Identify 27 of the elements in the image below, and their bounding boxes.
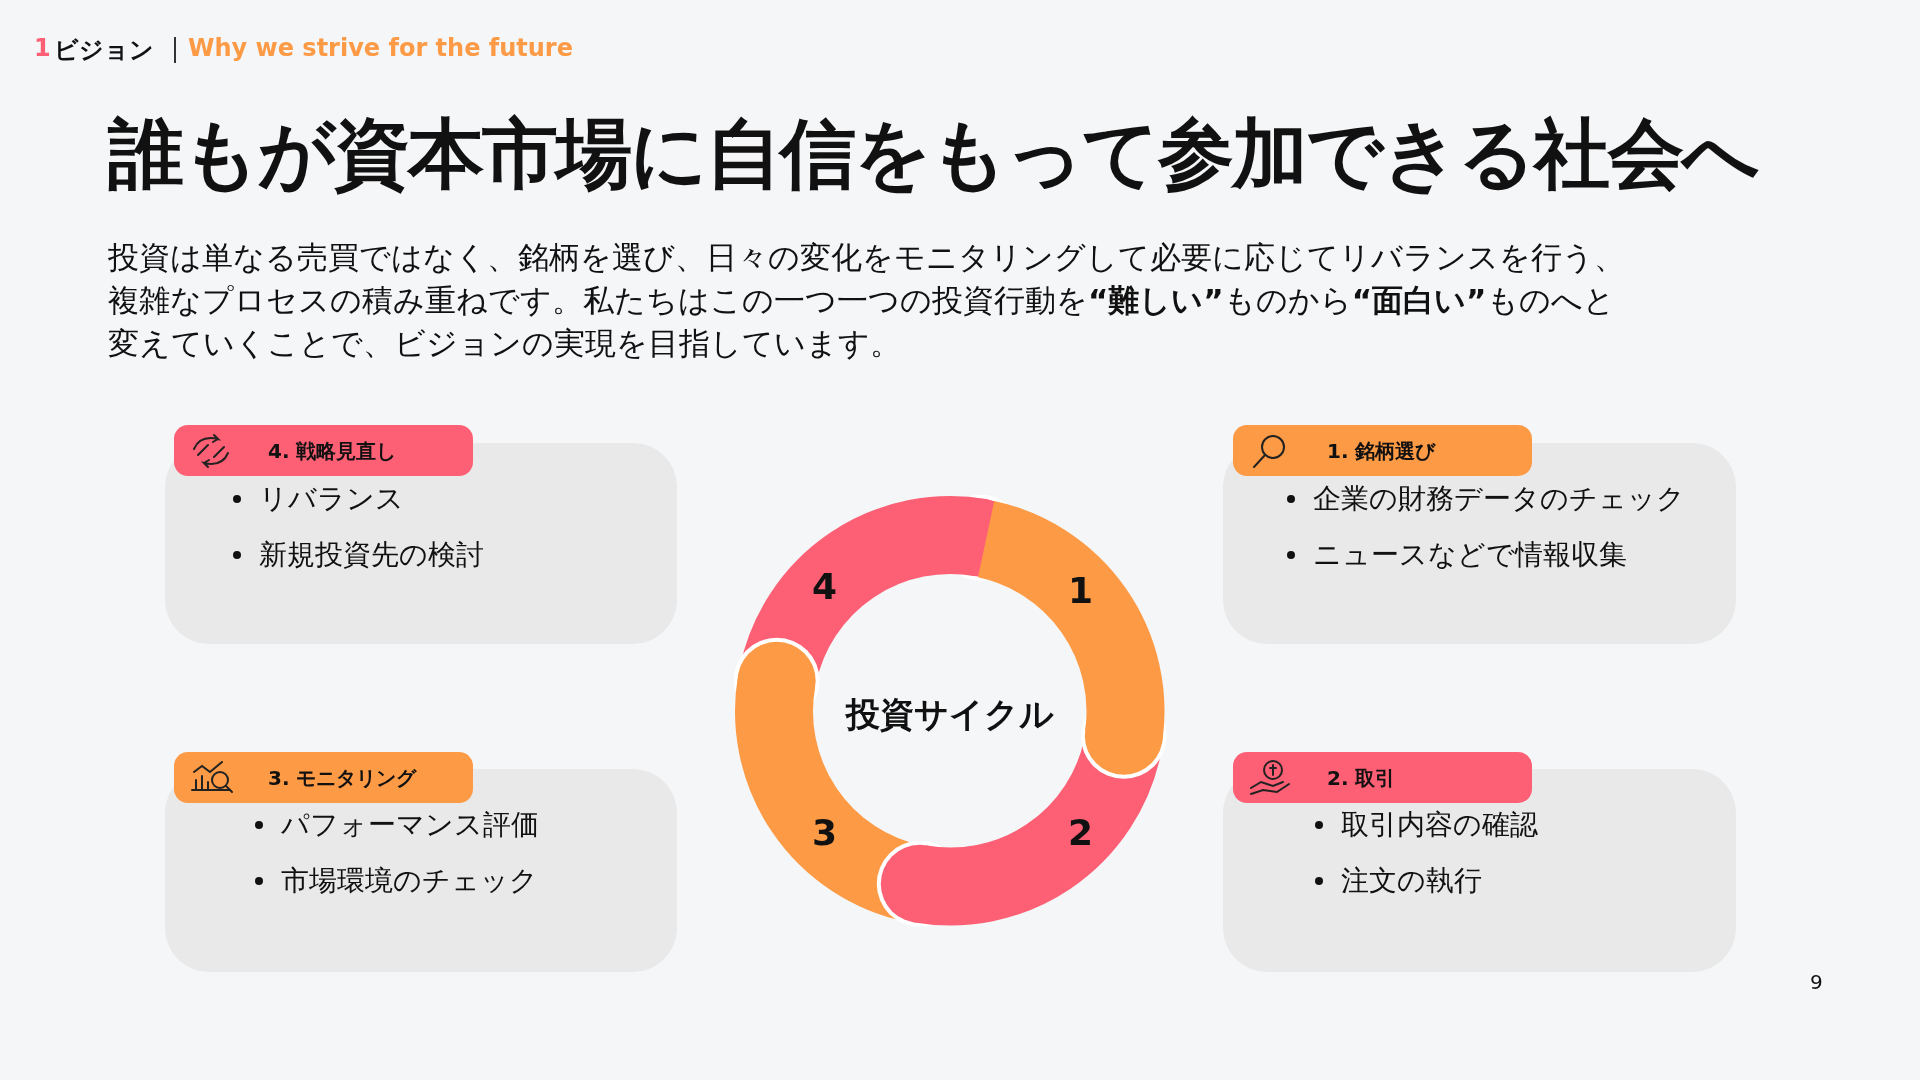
step-card [1223, 443, 1736, 644]
step-title: 2. 取引 [1327, 765, 1396, 792]
bullet-item: 新規投資先の検討 [233, 527, 484, 583]
step-card [165, 443, 677, 644]
step-title: 1. 銘柄選び [1327, 438, 1436, 465]
section-name: ビジョン [54, 35, 154, 66]
step-title: 3. モニタリング [268, 765, 417, 792]
step-tag [1233, 752, 1532, 803]
step-tag [174, 752, 473, 803]
title: 誰もが資本市場に自信をもって参加できる社会へ [108, 108, 1758, 200]
bullet-item: 注文の執行 [1315, 853, 1538, 909]
bullet-item: 市場環境のチェック [255, 853, 539, 909]
intro-paragraph: 投資は単なる売買ではなく、銘柄を選び、日々の変化をモニタリングして必要に応じてリバランスを行う、複雑なプロセスの積み重ねです。私たちはこの一つ一つの投資行動を“難しい”ものから“面白い”ものへと変えていくことで、ビジョンの実現を目指しています。 [108, 238, 1626, 363]
step-number: 2 [1068, 812, 1094, 853]
step-tag [1233, 425, 1532, 476]
step-number: 4 [812, 566, 838, 607]
step-card [165, 769, 677, 972]
step-title: 4. 戦略見直し [268, 438, 397, 465]
cycle-label: 投資サイクル [846, 693, 1054, 736]
section-number: 1 [34, 34, 51, 62]
page-number: 9 [1810, 970, 1823, 994]
step-card [1223, 769, 1736, 972]
step-number: 1 [1068, 570, 1094, 611]
section-subtitle: Why we strive for the future [188, 34, 573, 62]
step-tag [174, 425, 473, 476]
step-number: 3 [812, 812, 838, 853]
bullet-item: ニュースなどで情報収集 [1287, 527, 1685, 583]
